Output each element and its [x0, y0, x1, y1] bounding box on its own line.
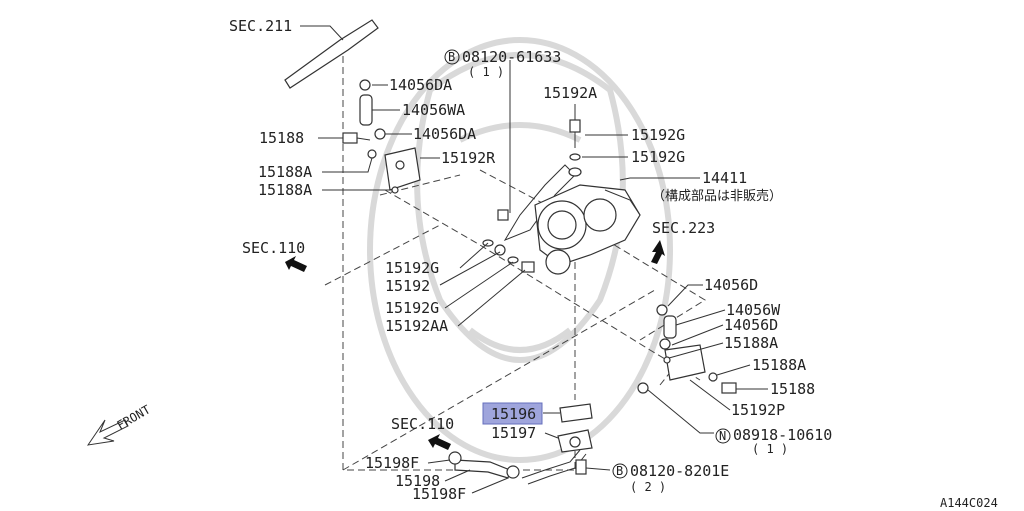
label-15188a-4: 15188A: [752, 356, 806, 374]
washer-15192: [494, 244, 506, 256]
arrow-sec110-lower: [428, 434, 451, 450]
label-15192g-2: 15192G: [631, 148, 685, 166]
clamp-15198f-2: [506, 465, 520, 479]
label-bolt-08120-8201e: 08120-8201E: [630, 462, 729, 480]
label-sec110-upper: SEC.110: [242, 239, 305, 257]
washer-15188a-3: [663, 356, 671, 364]
bracket-15192r: [384, 147, 421, 191]
label-15196[interactable]: 15196: [491, 405, 536, 423]
label-14411-note: （構成部品は非販売）: [652, 188, 782, 204]
turbocharger-14411: [534, 184, 641, 275]
label-15192g-4: 15192G: [385, 299, 439, 317]
b-marker-1: B: [448, 50, 455, 64]
bolt-08120-8201e: [575, 459, 587, 475]
bolt-15188: [342, 132, 358, 144]
return-pipe: [521, 449, 581, 479]
b-marker-circle-1: [444, 49, 460, 65]
bolt-15192aa: [521, 261, 535, 273]
clamp-15198f-1: [448, 451, 462, 465]
arrow-sec223: [651, 240, 665, 264]
label-15198f-2: 15198F: [412, 485, 466, 503]
highlight-15196[interactable]: [482, 402, 543, 425]
label-15192g-1: 15192G: [631, 126, 685, 144]
label-14056d-2: 14056D: [724, 316, 778, 334]
label-15188a-3: 15188A: [724, 334, 778, 352]
diagram-id: A144C024: [940, 496, 998, 510]
label-sec110-lower: SEC.110: [391, 415, 454, 433]
nut-08918-10610: [637, 382, 649, 394]
b-marker-circle-2: [612, 463, 628, 479]
label-15192aa: 15192AA: [385, 317, 448, 335]
parts: [284, 19, 737, 485]
bolt-15192a: [569, 119, 581, 133]
n-marker: N: [719, 429, 726, 443]
bracket-15192p: [664, 344, 706, 381]
section-arrows: [285, 240, 665, 450]
label-15192a: 15192A: [543, 84, 597, 102]
label-15188-2: 15188: [770, 380, 815, 398]
label-sec223: SEC.223: [652, 219, 715, 237]
bolt-15188-2: [721, 382, 737, 394]
front-arrow-icon: [86, 419, 129, 446]
label-14056w: 14056W: [726, 301, 781, 319]
clamp-14056da-top: [359, 79, 371, 91]
hose-15198: [454, 459, 511, 479]
washer-15188a-4: [708, 372, 718, 382]
label-14056d-1: 14056D: [704, 276, 758, 294]
leader-lines: [300, 25, 768, 494]
b-marker-2: B: [616, 464, 623, 478]
label-14056wa: 14056WA: [402, 101, 465, 119]
label-15188: 15188: [259, 129, 304, 147]
label-15197: 15197: [491, 424, 536, 442]
label-14411: 14411: [702, 169, 747, 187]
label-bolt-08120-61633: 08120-61633: [462, 48, 561, 66]
sec211-pipe: [284, 19, 379, 89]
hose-14056wa: [359, 94, 373, 126]
gasket-15196: [559, 403, 593, 423]
label-sec211: SEC.211: [229, 17, 292, 35]
label-15188a-1: 15188A: [258, 163, 312, 181]
washer-15192g-1: [569, 153, 581, 161]
bolt-08120-61633: [497, 209, 509, 221]
arrow-sec110-upper: [285, 256, 307, 272]
label-15198: 15198: [395, 472, 440, 490]
clamp-14056d-1: [656, 304, 668, 316]
washer-15192g-4: [507, 256, 519, 264]
label-bolt-qty-2: ( 2 ): [630, 480, 666, 494]
label-nut-08918-10610: 08918-10610: [733, 426, 832, 444]
n-marker-circle: [715, 428, 731, 444]
washer-15188a: [367, 149, 377, 159]
label-15198f-1: 15198F: [365, 454, 419, 472]
label-15192g-3: 15192G: [385, 259, 439, 277]
label-14056da-2: 14056DA: [413, 125, 476, 143]
label-front: FRONT: [115, 402, 153, 432]
watermark-emblem: [367, 37, 673, 463]
label-15192r: 15192R: [441, 149, 496, 167]
clamp-14056da: [374, 128, 386, 140]
label-15188a-2: 15188A: [258, 181, 312, 199]
washer-15192g-2: [568, 167, 582, 177]
labels: SEC.211 14056DA 14056WA 15188 14056DA 15…: [115, 17, 998, 510]
label-15192p: 15192P: [731, 401, 785, 419]
label-bolt-qty-1: ( 1 ): [468, 65, 504, 79]
hose-14056w: [663, 315, 677, 339]
clamp-14056d-2: [659, 338, 671, 350]
label-14056da-1: 14056DA: [389, 76, 452, 94]
label-15192: 15192: [385, 277, 430, 295]
label-nut-qty: ( 1 ): [752, 442, 788, 456]
